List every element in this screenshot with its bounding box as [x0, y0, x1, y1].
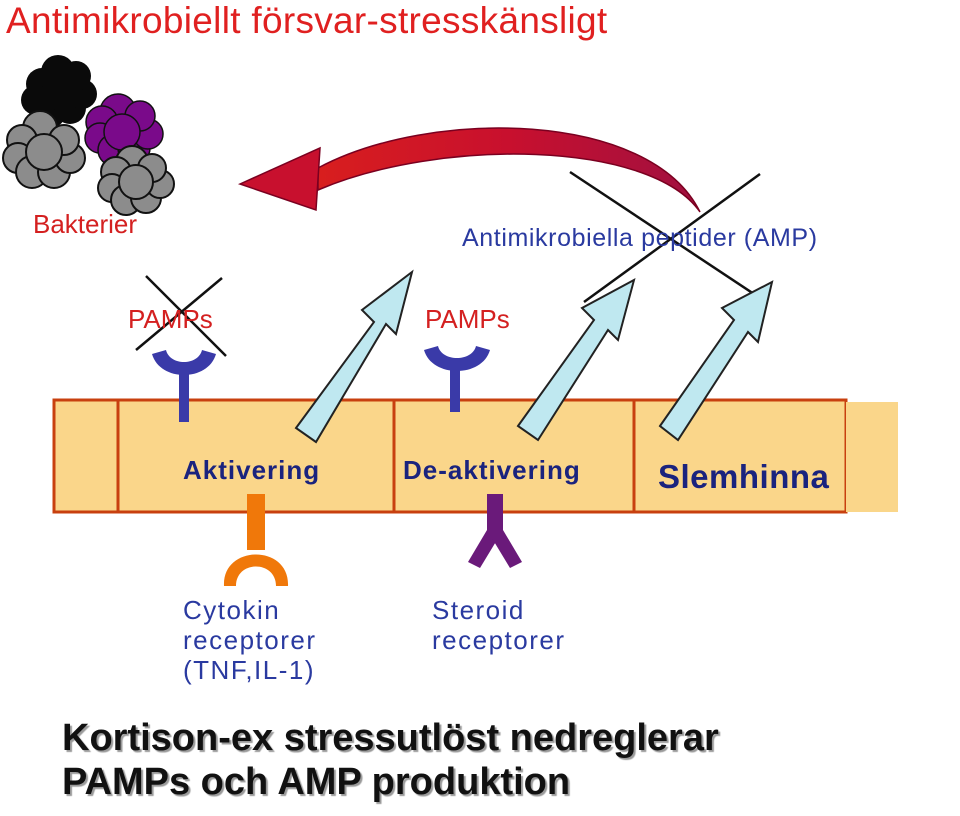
cross-mark-icon [569, 170, 767, 304]
up-arrow-icon [658, 280, 774, 442]
label-cytokin-receptorer: Cytokin receptorer (TNF,IL-1) [183, 595, 317, 686]
curved-arrow-icon [237, 127, 701, 213]
bacteria-cluster-icon [2, 55, 175, 216]
bacterium-gray [97, 145, 175, 216]
up-arrow-icon [516, 278, 636, 442]
cytokine-receptor-icon [223, 494, 289, 586]
caption-line: PAMPs och AMP produktion [62, 761, 571, 804]
label-pamps-right: PAMPs [425, 304, 510, 334]
label-pamps-left: PAMPs [128, 304, 213, 334]
cross-mark-icon [135, 275, 227, 357]
label-amp: Antimikrobiella peptider (AMP) [462, 224, 818, 252]
label-deaktivering: De-aktivering [403, 455, 581, 485]
label-line: Cytokin [183, 595, 281, 625]
label-aktivering: Aktivering [183, 455, 321, 485]
bacterium-purple [84, 93, 164, 167]
label-line: (TNF,IL-1) [183, 654, 315, 685]
label-line: receptorer [432, 624, 566, 655]
label-line: receptorer [183, 624, 317, 655]
label-line: Steroid [432, 595, 525, 625]
y-receptor-icon [424, 346, 490, 412]
caption-line: Kortison-ex stressutlöst nedreglerar [62, 717, 719, 759]
bacterium-gray [2, 110, 86, 189]
label-bakterier: Bakterier [33, 209, 138, 239]
y-receptor-icon [152, 350, 216, 422]
up-arrow-icon [294, 269, 414, 444]
label-slemhinna: Slemhinna [658, 458, 830, 495]
bacterium-black [21, 55, 97, 128]
bottom-caption: Kortison-ex stressutlöst nedreglerar PAM… [62, 716, 719, 805]
label-steroid-receptorer: Steroid receptorer [432, 595, 566, 656]
page-title: Antimikrobiellt försvar-stresskänsligt [6, 0, 608, 41]
steroid-receptor-icon [468, 494, 522, 568]
